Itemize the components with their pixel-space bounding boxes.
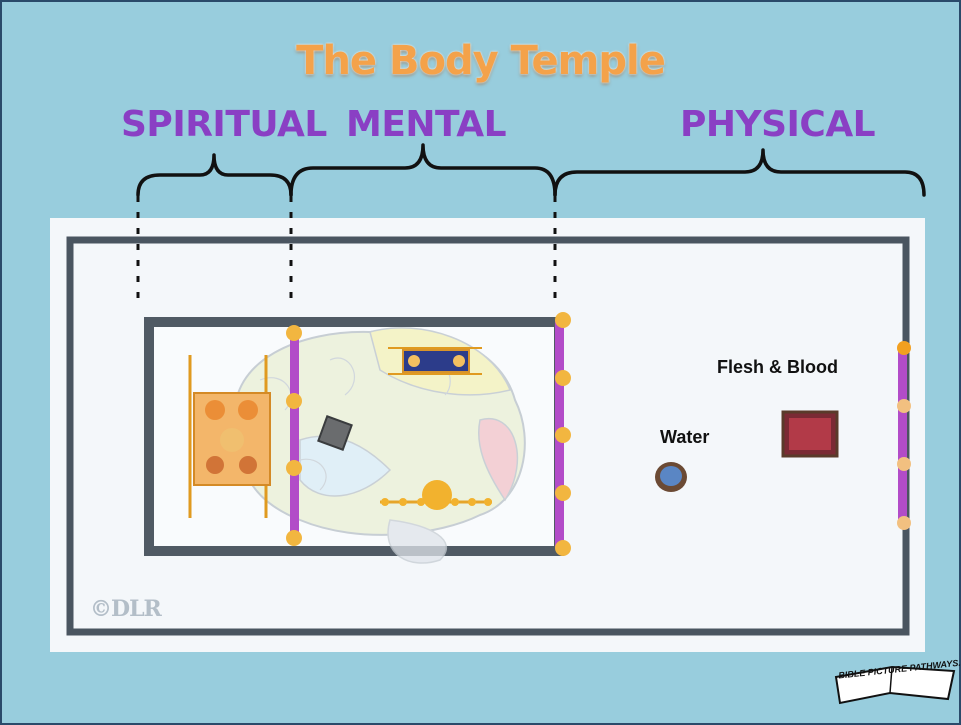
section-braces — [138, 145, 924, 195]
label-flesh-and-blood: Flesh & Blood — [717, 357, 838, 378]
laver-icon — [655, 462, 687, 492]
watermark: ©DLR — [90, 596, 161, 622]
label-mental: MENTAL — [346, 104, 506, 145]
label-water: Water — [660, 427, 709, 448]
mental-brace — [291, 145, 555, 195]
spiritual-brace — [138, 155, 291, 195]
label-physical: PHYSICAL — [680, 104, 875, 145]
label-spiritual: SPIRITUAL — [121, 104, 327, 145]
showbread-table-icon — [388, 348, 482, 374]
brazen-altar-icon — [783, 412, 837, 456]
page-title: The Body Temple — [0, 38, 961, 84]
physical-brace — [555, 150, 924, 195]
